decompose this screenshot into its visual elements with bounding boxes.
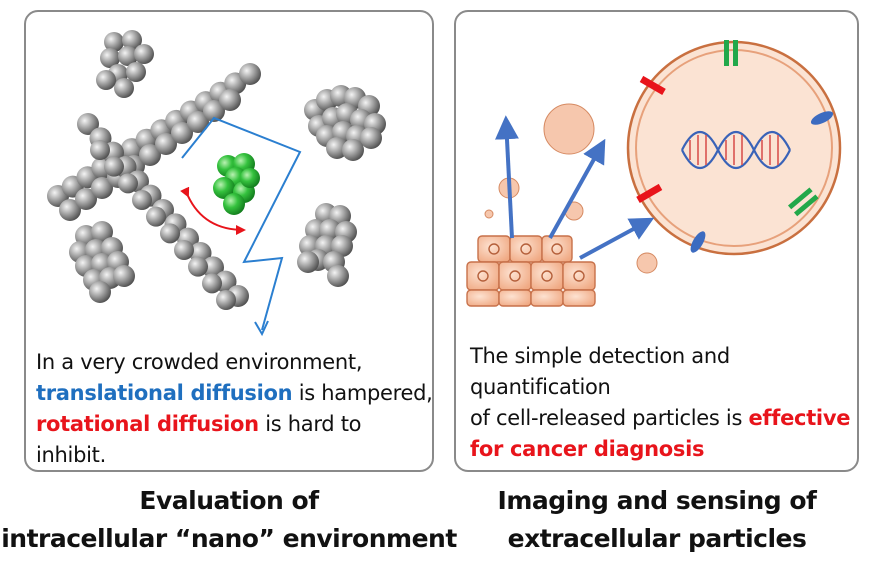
tissue-cell xyxy=(509,235,543,263)
molecule-sphere xyxy=(155,133,177,155)
tissue-cell xyxy=(562,261,596,291)
molecule-sphere xyxy=(113,265,135,287)
right-caption: The simple detection and quantification … xyxy=(470,341,860,465)
molecule-sphere xyxy=(90,140,110,160)
left-caption-line3: rotational diffusion is hard to inhibit. xyxy=(36,409,434,471)
right-title-line2: extracellular particles xyxy=(507,524,807,553)
molecule-sphere xyxy=(91,221,113,243)
molecule-sphere xyxy=(89,281,111,303)
right-caption-line2: of cell-released particles is effective xyxy=(470,403,860,434)
molecule-sphere xyxy=(239,63,261,85)
molecule-sphere xyxy=(134,44,154,64)
left-caption-line2-rest: is hampered, xyxy=(292,381,433,405)
molecule-sphere xyxy=(126,62,146,82)
molecule-sphere xyxy=(59,199,81,221)
cancer-diagnosis-text: for cancer diagnosis xyxy=(470,437,705,461)
cell-nucleus xyxy=(573,270,585,282)
right-title-line1: Imaging and sensing of xyxy=(497,486,817,515)
right-caption-line2-start: of cell-released particles is xyxy=(470,406,749,430)
crowded-molecules xyxy=(47,30,386,310)
molecule-sphere xyxy=(100,48,120,68)
molecule-sphere xyxy=(77,113,99,135)
translational-path-arrowhead xyxy=(254,320,269,337)
molecule-sphere xyxy=(104,32,124,52)
tissue-cell xyxy=(498,261,532,291)
molecule-sphere xyxy=(146,206,166,227)
molecule-sphere xyxy=(160,223,180,244)
left-caption: In a very crowded environment, translati… xyxy=(36,347,434,471)
molecule-sphere xyxy=(139,144,161,166)
translational-diffusion-path xyxy=(181,116,302,331)
molecule-sphere xyxy=(118,173,138,194)
cell-nucleus xyxy=(520,243,532,255)
tissue-cell xyxy=(477,235,511,263)
cell-nucleus xyxy=(541,270,553,282)
molecule-sphere xyxy=(91,177,113,199)
dna-helix-icon xyxy=(681,131,791,169)
membrane-receptors xyxy=(636,40,834,253)
molecule-sphere xyxy=(174,240,194,260)
tissue-cell xyxy=(530,289,564,307)
molecule-sphere xyxy=(122,30,142,50)
cell-nucleus xyxy=(477,270,489,282)
right-caption-line3: for cancer diagnosis xyxy=(470,434,860,465)
molecule-sphere xyxy=(132,190,152,210)
effective-text: effective xyxy=(748,406,851,430)
tissue-cell xyxy=(541,235,573,263)
cell-nucleus xyxy=(488,243,500,255)
molecule-sphere xyxy=(327,265,349,287)
molecule-sphere xyxy=(188,256,208,277)
left-caption-line2: translational diffusion is hampered, xyxy=(36,378,434,409)
cell-nucleus xyxy=(509,270,521,282)
molecule-sphere xyxy=(297,251,319,273)
left-caption-line1: In a very crowded environment, xyxy=(36,350,363,374)
rotational-diffusion-arrow xyxy=(180,186,246,235)
tissue-cell xyxy=(466,289,500,307)
molecule-sphere xyxy=(171,122,193,144)
left-caption-line3-rest: is hard to inhibit. xyxy=(36,412,362,467)
left-title-line1: Evaluation of xyxy=(139,486,319,515)
tissue-cell xyxy=(530,261,564,291)
molecule-sphere xyxy=(187,111,209,133)
molecule-sphere xyxy=(202,273,222,294)
rotational-diffusion-text: rotational diffusion xyxy=(36,412,259,436)
molecule-sphere xyxy=(118,46,138,66)
release-arrows xyxy=(494,115,655,260)
molecule-sphere xyxy=(219,89,241,111)
molecule-sphere xyxy=(326,137,348,159)
left-title: Evaluation of intracellular “nano” envir… xyxy=(0,482,458,558)
left-title-line2: intracellular “nano” environment xyxy=(1,524,457,553)
molecule-sphere xyxy=(96,70,116,90)
cell-cluster xyxy=(466,235,596,307)
molecule-sphere xyxy=(104,156,124,177)
tissue-cell xyxy=(466,261,500,291)
green-particle xyxy=(213,153,260,215)
right-title: Imaging and sensing of extracellular par… xyxy=(448,482,866,558)
tissue-cell xyxy=(498,289,532,307)
molecule-sphere xyxy=(342,139,364,161)
molecule-sphere xyxy=(360,127,382,149)
molecule-sphere xyxy=(114,78,134,98)
molecule-sphere xyxy=(75,188,97,210)
tissue-cell xyxy=(562,289,596,307)
molecule-sphere xyxy=(202,256,224,279)
molecule-sphere xyxy=(216,290,236,310)
molecule-sphere xyxy=(203,100,225,122)
right-caption-line1: The simple detection and quantification xyxy=(470,344,730,399)
cell-nucleus xyxy=(551,243,563,255)
translational-diffusion-text: translational diffusion xyxy=(36,381,293,405)
